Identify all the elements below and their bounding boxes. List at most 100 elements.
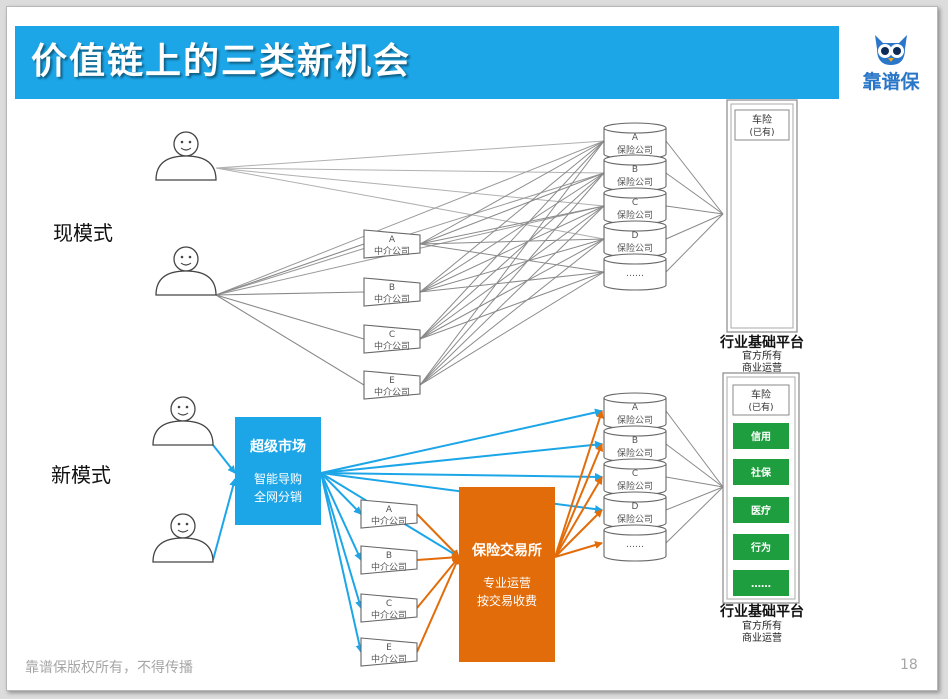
agency-exchange-arrow	[416, 513, 460, 558]
platform-inner	[730, 103, 794, 329]
footer-copyright: 靠谱保版权所有，不得传播	[25, 660, 193, 676]
super-market-title: 超级市场	[249, 438, 306, 455]
cylinder-body	[603, 258, 667, 291]
exchange-line: 按交易收费	[477, 593, 537, 608]
person-body	[152, 420, 214, 446]
user-icon	[155, 131, 217, 181]
agency-insurer-line	[419, 271, 605, 293]
user-insurer-line	[215, 167, 605, 207]
agency-name: 中介公司	[374, 340, 410, 352]
insurer-name: 保险公司	[617, 176, 653, 188]
insurer-platform-line	[665, 486, 724, 511]
platform-sub: 官方所有	[742, 349, 782, 362]
insurer-platform-line	[665, 410, 724, 488]
cylinder-body	[603, 529, 667, 562]
platform-module	[733, 459, 789, 485]
agency-insurer-line	[419, 238, 605, 245]
person-eye	[177, 522, 181, 526]
user-agency-line	[215, 291, 365, 296]
super-market-rect	[235, 417, 321, 525]
insurer-letter: A	[632, 403, 639, 413]
market-agency-arrow	[320, 472, 362, 515]
cylinder-top	[603, 524, 667, 536]
cylinder-top	[603, 253, 667, 265]
person-head	[170, 396, 196, 422]
agency-insurer-line	[419, 205, 605, 386]
agency-letter: B	[389, 283, 395, 293]
super-market-line: 智能导购	[254, 471, 302, 486]
insurer-platform-line	[665, 213, 724, 273]
cylinder-top	[603, 187, 667, 199]
insurer-name: 保险公司	[617, 480, 653, 492]
super-market-line: 全网分销	[254, 489, 302, 504]
user-icon	[152, 396, 214, 446]
person-mouth	[180, 262, 192, 266]
insurer-letter: D	[632, 502, 639, 512]
agency-insurer-line	[419, 140, 605, 245]
insurer-name: 保险公司	[617, 414, 653, 426]
agency-insurer-line	[419, 140, 605, 293]
logo: 靠谱保	[855, 29, 927, 95]
agency-name: 中介公司	[374, 386, 410, 398]
platform-title: 行业基础平台	[719, 603, 804, 620]
exchange-insurer-arrow	[554, 476, 603, 558]
insurer-cylinder: ……	[603, 253, 667, 291]
market-insurer-arrow	[320, 472, 603, 481]
agency-name: 中介公司	[371, 561, 407, 573]
cylinder-top	[603, 458, 667, 470]
insurer-name: 保险公司	[617, 209, 653, 221]
agency-shape	[363, 277, 421, 307]
platform-item-box	[734, 109, 790, 141]
platform-module	[733, 497, 789, 523]
user-market-arrow	[212, 478, 238, 561]
user-agency-line	[215, 294, 365, 340]
agency-letter: A	[386, 505, 393, 515]
agency-shape	[360, 545, 418, 575]
person-eye	[177, 405, 181, 409]
agency-insurer-line	[419, 172, 605, 386]
market-insurer-arrow	[320, 440, 603, 474]
insurer-platform-line	[665, 140, 724, 215]
insurer-letter: C	[632, 198, 638, 208]
cylinder-top	[603, 220, 667, 232]
platform-sub: 官方所有	[742, 619, 782, 632]
person-body	[155, 155, 217, 181]
user-insurer-line	[215, 140, 605, 169]
agency-name: 中介公司	[371, 653, 407, 665]
insurer-letter: C	[632, 469, 638, 479]
agency-insurer-line	[419, 205, 605, 340]
page-number: 18	[900, 657, 918, 673]
person-eye	[180, 255, 184, 259]
market-insurer-arrow	[320, 408, 603, 474]
platform-item-note: (已有)	[749, 126, 774, 138]
exchange-rect	[459, 487, 555, 662]
user-agency-line	[215, 294, 365, 386]
insurer-name: ……	[626, 540, 644, 550]
platform-sub: 商业运营	[742, 361, 782, 374]
agency-insurer-line	[419, 140, 605, 340]
cylinder-top	[603, 425, 667, 437]
insurer-letter: B	[632, 436, 638, 446]
insurer-platform-line	[665, 486, 724, 544]
exchange-title: 保险交易所	[471, 542, 542, 559]
insurer-name: 保险公司	[617, 242, 653, 254]
platform-module-label: 社保	[750, 466, 772, 479]
agency-letter: E	[386, 643, 392, 653]
agency-insurer-line	[419, 205, 605, 293]
insurer-platform-line	[665, 205, 724, 215]
user-agency-line	[215, 243, 365, 296]
agency-letter: C	[389, 330, 395, 340]
person-head	[173, 246, 199, 272]
